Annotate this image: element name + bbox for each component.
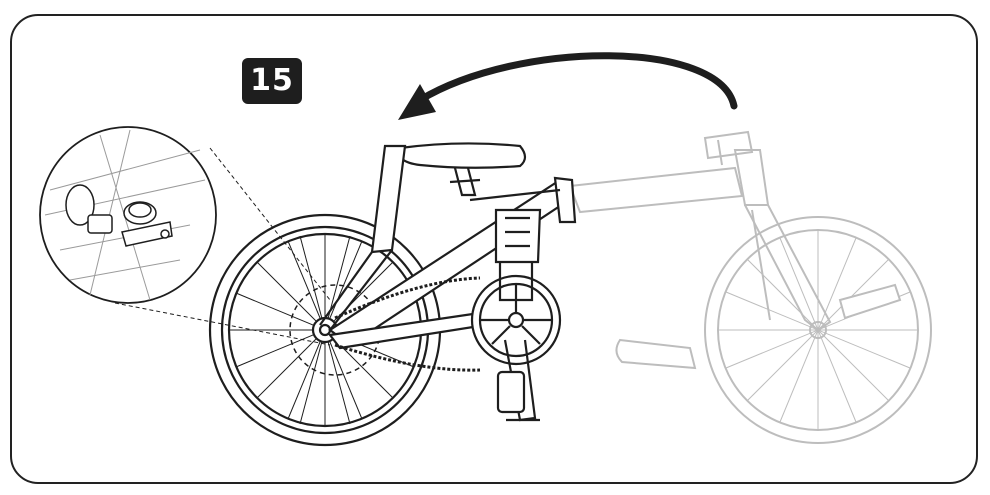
step-number-badge: 15 bbox=[242, 58, 302, 104]
rear-half-bike bbox=[208, 142, 577, 447]
magnifier-detail-icon bbox=[39, 126, 331, 346]
curved-arrow-left-icon bbox=[398, 52, 738, 120]
ghost-front-half bbox=[568, 130, 932, 444]
